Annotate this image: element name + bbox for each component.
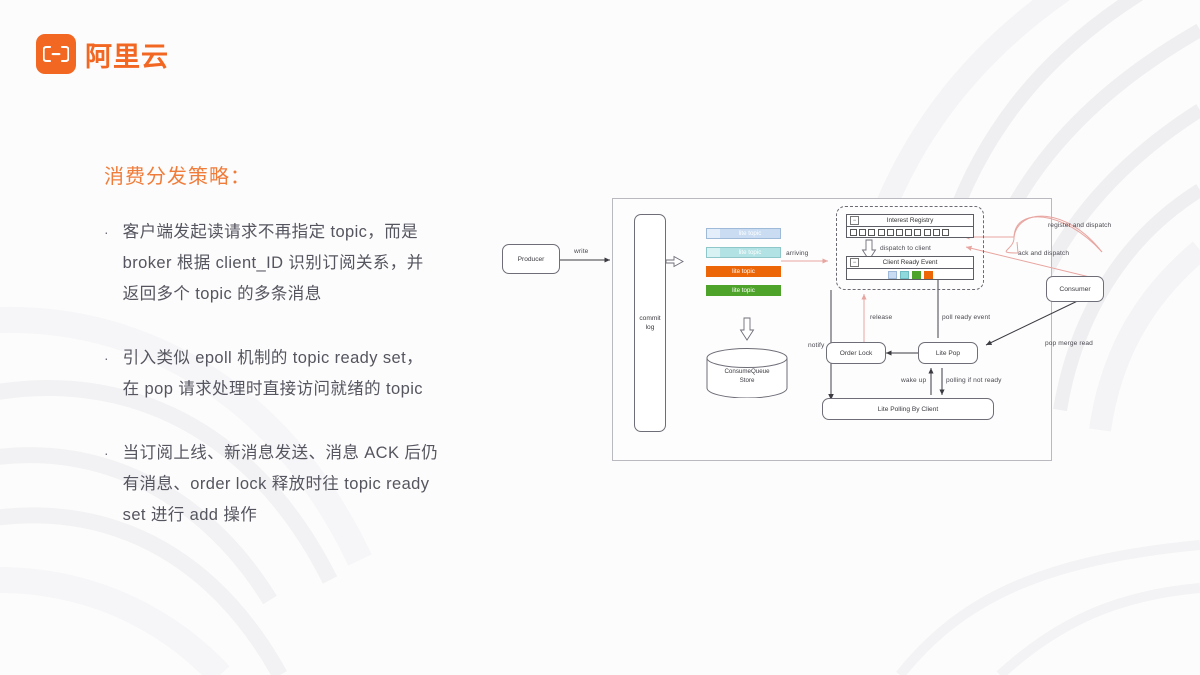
interest-registry-slots: [847, 227, 973, 238]
producer-label: Producer: [517, 255, 545, 263]
lite-pop-node: Lite Pop: [918, 342, 978, 364]
registry-slot: [886, 229, 894, 236]
registry-slot: [859, 229, 867, 236]
bullet-marker: ·: [104, 445, 109, 461]
topic-bar: lite topic: [706, 247, 781, 258]
diagram-connectors: [559, 215, 1103, 401]
registry-slot: [914, 229, 922, 236]
edge-label-write: write: [574, 248, 589, 255]
consumer-box: Consumer: [1046, 276, 1104, 302]
edge-label-polling-if-not-ready: polling if not ready: [946, 377, 1002, 384]
bullet-line: 引入类似 epoll 机制的 topic ready set，: [122, 349, 423, 367]
interest-registry-title: Interest Registry: [886, 217, 934, 224]
bullet-line: 当订阅上线、新消息发送、消息 ACK 后仍: [122, 444, 439, 462]
list-item: · 当订阅上线、新消息发送、消息 ACK 后仍 有消息、order lock 释…: [104, 438, 524, 531]
collapse-minus-icon[interactable]: −: [850, 216, 859, 225]
registry-slot: [905, 229, 913, 236]
topic-bar-label: lite topic: [738, 230, 762, 237]
lite-polling-label: Lite Polling By Client: [877, 405, 939, 413]
consume-queue-label-line2: Store: [739, 376, 755, 384]
slide-content: 消费分发策略： · 客户端发起读请求不再指定 topic，而是 broker 根…: [104, 160, 524, 564]
commit-log-label-line2: log: [645, 324, 655, 331]
edge-label-arriving: arriving: [786, 250, 809, 257]
edge-label-wake-up: wake up: [901, 377, 927, 384]
edge-label-notify: notify: [808, 342, 825, 349]
registry-slot: [941, 229, 949, 236]
bullet-line: set 进行 add 操作: [122, 506, 258, 524]
client-ready-event-header: − Client Ready Event: [847, 257, 973, 269]
list-item: · 引入类似 epoll 机制的 topic ready set， 在 pop …: [104, 343, 524, 405]
lite-polling-node: Lite Polling By Client: [822, 398, 994, 420]
topic-bar: lite topic: [706, 285, 781, 296]
bullet-line: 返回多个 topic 的多条消息: [122, 285, 322, 303]
bullet-list: · 客户端发起读请求不再指定 topic，而是 broker 根据 client…: [104, 217, 524, 531]
topic-bar-cap: [707, 229, 720, 238]
client-ready-event-panel: − Client Ready Event: [846, 256, 974, 280]
architecture-diagram: Producer write commit log lite topic lit…: [494, 190, 1111, 470]
edge-label-register-and-dispatch: register and dispatch: [1048, 222, 1112, 229]
edge-label-ack-and-dispatch: ack and dispatch: [1018, 250, 1070, 257]
consume-queue-store-node: ConsumeQueue Store: [706, 348, 788, 399]
topic-bar-label: lite topic: [738, 249, 762, 256]
client-ready-event-swatches: [847, 269, 973, 280]
consume-queue-label-line1: ConsumeQueue: [724, 368, 770, 375]
edge-label-pop-merge-read: pop merge read: [1045, 340, 1093, 347]
ready-swatch: [923, 270, 933, 279]
client-ready-event-title: Client Ready Event: [882, 259, 938, 266]
ready-swatch: [911, 270, 921, 279]
topic-bar-label: lite topic: [732, 268, 755, 275]
bullet-line: broker 根据 client_ID 识别订阅关系，并: [122, 254, 424, 272]
bullet-marker: ·: [104, 224, 109, 240]
edge-label-release: release: [870, 314, 893, 321]
edge-label-dispatch-to-client: dispatch to client: [880, 245, 931, 252]
order-lock-label: Order Lock: [839, 349, 873, 357]
consumer-label: Consumer: [1059, 285, 1091, 293]
bullet-line: 有消息、order lock 释放时往 topic ready: [122, 475, 430, 493]
ready-swatch: [887, 270, 897, 279]
list-item: · 客户端发起读请求不再指定 topic，而是 broker 根据 client…: [104, 217, 524, 310]
commit-log-label-line1: commit: [639, 315, 661, 322]
order-lock-node: Order Lock: [826, 342, 886, 364]
brand-name: 阿里云: [85, 41, 169, 73]
bullet-marker: ·: [104, 350, 109, 366]
interest-registry-panel: − Interest Registry: [846, 214, 974, 238]
brand-logo: 阿里云: [36, 34, 169, 74]
edge-label-poll-ready-event: poll ready event: [942, 314, 991, 321]
aliyun-logo-icon: [36, 34, 76, 74]
bullet-text: 引入类似 epoll 机制的 topic ready set， 在 pop 请求…: [123, 343, 423, 405]
lite-pop-label: Lite Pop: [935, 349, 961, 357]
collapse-minus-icon[interactable]: −: [850, 258, 859, 267]
topic-ready-set-group: [836, 206, 984, 290]
registry-slot: [923, 229, 931, 236]
interest-registry-header: − Interest Registry: [847, 215, 973, 227]
topic-bar-label: lite topic: [732, 287, 755, 294]
ready-swatch: [899, 270, 909, 279]
page-title: 消费分发策略：: [104, 166, 251, 188]
registry-slot: [895, 229, 903, 236]
bullet-line: 在 pop 请求处理时直接访问就绪的 topic: [122, 380, 423, 398]
topic-bar-cap: [707, 248, 720, 257]
registry-slot: [877, 229, 885, 236]
topic-bar: lite topic: [706, 228, 781, 239]
bullet-text: 当订阅上线、新消息发送、消息 ACK 后仍 有消息、order lock 释放时…: [123, 438, 439, 531]
registry-slot: [932, 229, 940, 236]
registry-slot: [868, 229, 876, 236]
commit-log-node: commit log: [634, 214, 666, 432]
producer-node: Producer: [502, 244, 560, 274]
topic-bar: lite topic: [706, 266, 781, 277]
bullet-text: 客户端发起读请求不再指定 topic，而是 broker 根据 client_I…: [123, 217, 424, 310]
bullet-line: 客户端发起读请求不再指定 topic，而是: [122, 223, 419, 241]
cylinder-icon: [706, 348, 788, 399]
registry-slot: [850, 229, 857, 236]
